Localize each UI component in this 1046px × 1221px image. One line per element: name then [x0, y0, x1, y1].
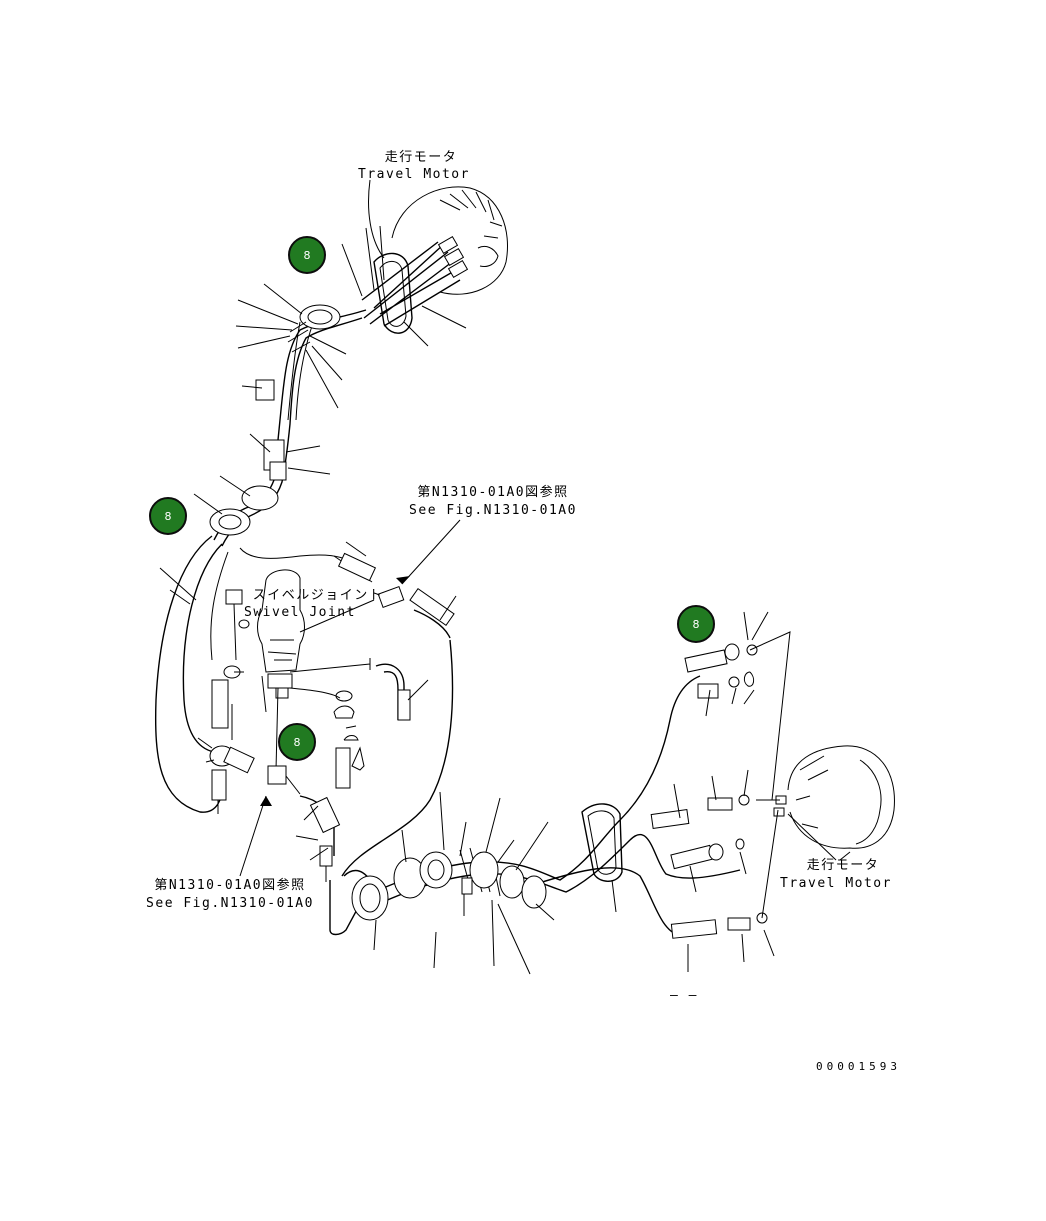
- callout-circle[interactable]: 8: [288, 236, 326, 274]
- drawing-number: 00001593: [816, 1060, 901, 1073]
- callout-circle[interactable]: 8: [149, 497, 187, 535]
- tee-fitting-upper: [299, 519, 461, 877]
- travel-motor-top: [368, 179, 508, 295]
- dash-marks: – –: [670, 988, 698, 1003]
- travel-motor-right: [773, 745, 895, 861]
- see-fig-bottom-label-en: See Fig.N1310-01A0: [146, 896, 314, 911]
- see-fig-top-label-en: See Fig.N1310-01A0: [409, 503, 577, 518]
- leader-lines-upper: [159, 225, 467, 605]
- travel-motor-top-label-jp: 走行モータ: [384, 150, 458, 165]
- travel-motor-right-label-en: Travel Motor: [780, 876, 892, 891]
- callout-circle[interactable]: 8: [677, 605, 715, 643]
- see-fig-bottom-label-jp: 第N1310-01A0図参照: [154, 878, 306, 893]
- tee-fitting-lower: [239, 795, 329, 877]
- right-fittings: [650, 611, 791, 972]
- swivel-joint-label-jp: スイベルジョイント: [252, 588, 384, 603]
- callout-circle[interactable]: 8: [278, 723, 316, 761]
- left-fittings: [197, 589, 267, 814]
- travel-motor-top-label-en: Travel Motor: [358, 167, 470, 182]
- see-fig-top-label-jp: 第N1310-01A0図参照: [417, 485, 569, 500]
- left-hose-loops: [154, 535, 357, 813]
- travel-motor-right-label-jp: 走行モータ: [806, 858, 880, 873]
- upper-hose-bundle: [209, 304, 367, 547]
- top-motor-hoses: [361, 235, 469, 334]
- swivel-joint-label-en: Swivel Joint: [244, 605, 356, 620]
- leader-lines-lower: [373, 791, 617, 975]
- lower-hose-bundle: [329, 675, 741, 937]
- swivel-joint: [257, 569, 305, 699]
